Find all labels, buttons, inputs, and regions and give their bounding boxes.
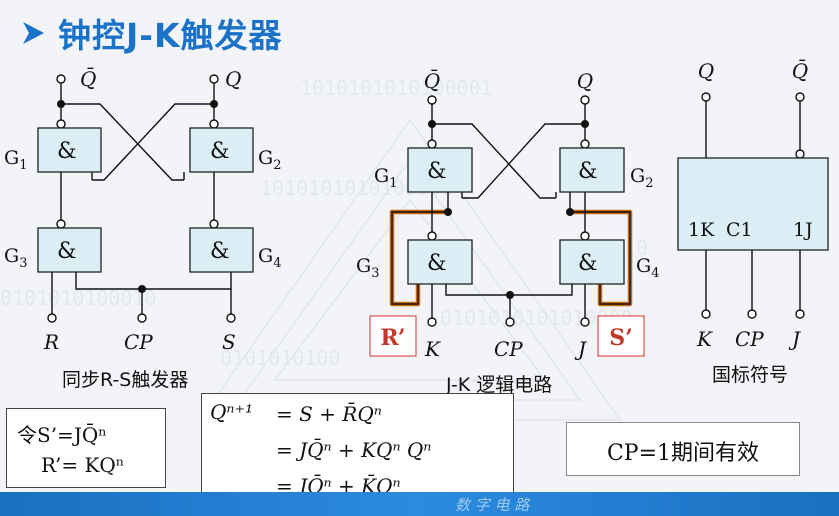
qbar-output-terminal [56,74,66,84]
sr-g4-symbol: & [210,239,230,264]
std-pin-c1: C1 [726,219,753,241]
sr-g2-label: G2 [258,147,281,173]
jk-qbar-label: Q̄ [424,68,440,93]
sr-gate-g4 [189,227,254,273]
std-flipflop-box [677,157,829,251]
arrow-bullet-icon [23,22,44,44]
std-cp-label: CP [735,327,764,351]
title-row: 钟控J-K触发器 [20,6,283,60]
jk-qbar-terminal [427,95,437,105]
jk-caption: J-K 逻辑电路 [446,374,553,396]
std-j-label: J [788,327,801,351]
sr-g1-symbol: & [57,139,77,164]
bottom-bar: 数 字 电 路 [0,492,839,516]
std-qbar-label: Q̄ [792,58,808,83]
jk-gate-g1 [407,147,473,193]
r-prime-box [369,315,417,357]
std-q-label: Q [698,59,714,83]
cp-input-terminal [137,313,147,323]
definition-s-prime: 令S’=JQ̄ⁿ [17,423,107,447]
std-k-label: K [696,327,713,351]
bottom-bar-text: 数 字 电 路 [455,496,530,514]
std-caption: 国标符号 [712,364,789,386]
sr-g2-symbol: & [210,139,230,164]
jk-q-label: Q [577,69,593,93]
sr-s-label: S [222,330,236,354]
std-pin-1k: 1K [688,219,715,241]
jk-cp-input-terminal [505,317,515,327]
jk-j-label: J [574,337,587,361]
sr-qbar-label: Q̄ [80,66,96,91]
sr-g1-label: G1 [4,147,27,173]
jk-g3-label: G3 [356,255,379,281]
sr-q-label: Q [225,67,241,91]
r-prime-label: R’ [380,325,405,351]
note-box: CP=1期间有效 [566,422,800,476]
note-text: CP=1期间有效 [606,441,760,466]
equation-lhs: Qⁿ⁺¹ [210,400,254,424]
sr-gate-g1 [37,127,102,173]
sr-g3-symbol: & [57,239,77,264]
k-input-terminal [427,317,437,327]
definitions-box: 令S’=JQ̄ⁿ R’= KQⁿ [6,408,166,488]
equation-line-1: = S + R̄Qⁿ [276,402,382,426]
sr-gate-g3 [37,227,102,273]
s-prime-box [597,315,645,357]
jk-k-label: K [424,337,441,361]
jk-g1-symbol: & [427,159,447,184]
jk-g3-symbol: & [427,251,447,276]
sr-r-label: R [43,330,59,354]
jk-g4-label: G4 [636,255,659,281]
definition-r-prime: R’= KQⁿ [41,453,125,477]
j-input-terminal [580,317,590,327]
q-output-terminal [209,74,219,84]
std-pin-1j: 1J [793,219,813,241]
standard-symbol: Q Q̄ 1K C1 1J K CP J [677,58,829,351]
sr-g3-label: G3 [4,245,27,271]
s-input-terminal [226,313,236,323]
jk-logic-circuit: Q̄ Q & G1 & G2 & G3 [356,68,659,361]
sr-caption: 同步R-S触发器 [62,369,189,391]
jk-gate-g4 [559,239,625,285]
sr-cp-label: CP [124,330,153,354]
jk-g2-symbol: & [578,159,598,184]
page-title: 钟控J-K触发器 [58,16,283,55]
jk-g1-label: G1 [374,165,397,191]
equation-line-2: = JQ̄ⁿ + KQⁿ Qⁿ [276,438,432,462]
jk-q-terminal [580,95,590,105]
sr-g4-label: G4 [258,245,281,271]
sr-flipflop: Q̄ Q & G1 & G2 & G3 & G4 [4,66,281,354]
jk-cp-label: CP [494,337,523,361]
r-input-terminal [47,313,57,323]
jk-gate-g2 [559,147,625,193]
s-prime-label: S’ [609,325,633,351]
jk-gate-g3 [407,239,473,285]
sr-gate-g2 [189,127,254,173]
jk-g4-symbol: & [578,251,598,276]
jk-g2-label: G2 [630,165,653,191]
